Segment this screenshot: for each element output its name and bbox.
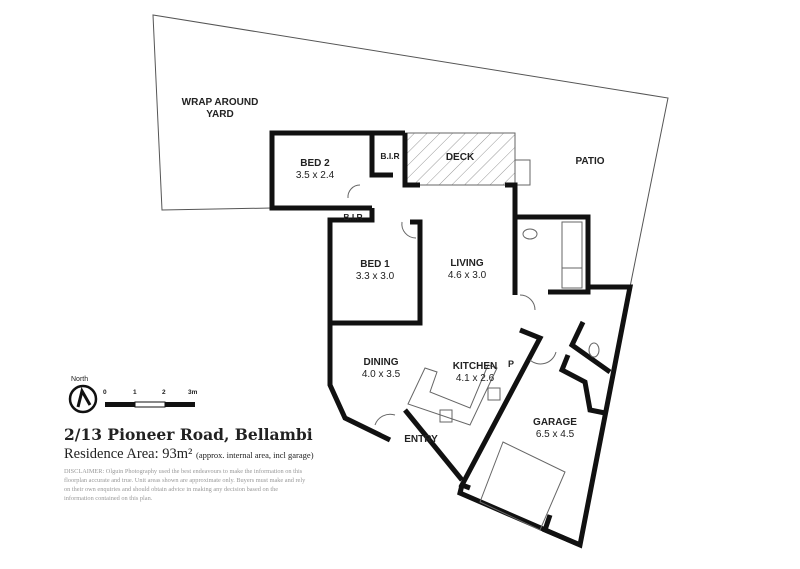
- stove-icon: [487, 387, 501, 401]
- room-label-pantry: P: [507, 359, 514, 369]
- yard-boundary: [152, 14, 669, 288]
- residence-area: Residence Area: 93m² (approx. internal a…: [64, 446, 314, 463]
- room-label-deck: DECK: [445, 152, 475, 163]
- bed2-size: 3.5 x 2.4: [295, 170, 335, 181]
- north-label: North: [71, 376, 89, 383]
- walls: [269, 130, 634, 549]
- deck-area: [404, 132, 516, 186]
- room-label-bir-bed2: B.I.R: [380, 151, 400, 161]
- kitchen-size: 4.1 x 2.6: [455, 373, 495, 384]
- bed1-size: 3.3 x 3.0: [355, 271, 395, 282]
- bathtub-icon: [561, 221, 583, 269]
- fixtures: [347, 184, 600, 531]
- disclaimer: DISCLAIMER: Olguin Photography used the …: [64, 468, 306, 502]
- kitchen-name: KITCHEN: [452, 361, 498, 372]
- room-label-patio: PATIO: [575, 156, 605, 167]
- scale-bar: [105, 401, 195, 408]
- room-label-bir-bed1: B.I.R: [343, 212, 363, 222]
- scale-tick: 3m: [188, 389, 198, 396]
- scale-tick: 2: [162, 389, 166, 396]
- yard-name-2: YARD: [206, 109, 234, 120]
- door-swing-bath: [519, 294, 536, 311]
- door-swing-garage: [529, 351, 557, 365]
- living-size: 4.6 x 3.0: [447, 270, 487, 281]
- door-swing-entry: [374, 413, 396, 426]
- property-address: 2/13 Pioneer Road, Bellambi: [64, 425, 313, 444]
- door-swing-bed1: [401, 221, 417, 239]
- dining-size: 4.0 x 3.5: [361, 369, 401, 380]
- bed1-name: BED 1: [360, 259, 390, 270]
- toilet-icon-2: [588, 342, 600, 358]
- car-space: [479, 441, 566, 531]
- sink-icon: [439, 409, 453, 423]
- bed2-name: BED 2: [300, 158, 330, 169]
- kitchen-bench: [407, 364, 498, 426]
- door-swing-bed2: [347, 184, 361, 199]
- toilet-icon: [522, 228, 538, 240]
- yard-name: WRAP AROUND: [181, 97, 259, 108]
- room-label-entry: ENTRY: [404, 434, 438, 445]
- north-arrow-glyph: [76, 387, 92, 408]
- scale-tick: 1: [133, 389, 137, 396]
- living-name: LIVING: [450, 258, 484, 269]
- garage-size: 6.5 x 4.5: [535, 429, 575, 440]
- dining-name: DINING: [363, 357, 399, 368]
- area-note: (approx. internal area, incl garage): [196, 450, 314, 460]
- shower-icon: [561, 267, 583, 289]
- area-label: Residence Area: 93m²: [64, 446, 193, 462]
- scale-tick: 0: [103, 389, 107, 396]
- garage-name: GARAGE: [533, 417, 577, 428]
- north-arrow-icon: [68, 384, 98, 414]
- deck-step: [514, 159, 531, 186]
